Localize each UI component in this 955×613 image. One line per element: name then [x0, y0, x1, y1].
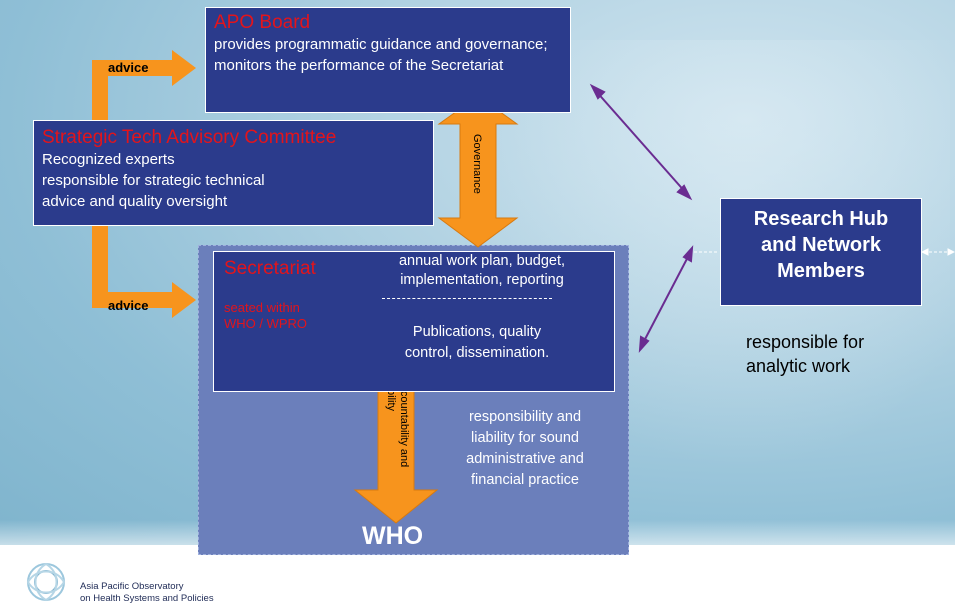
seated-line-1: seated within	[224, 300, 300, 315]
apo-board-box: APO Board provides programmatic guidance…	[205, 7, 571, 113]
advice-arrow-bottom	[92, 226, 196, 318]
hub-line-3: Members	[777, 260, 865, 282]
pubs-line-1: Publications, quality	[412, 324, 542, 340]
apo-logo-mark	[24, 560, 68, 604]
advice-arrow-top	[92, 50, 196, 120]
resp-line-2: liability for sound	[471, 430, 579, 446]
pubs-line-2: control, dissemination.	[404, 345, 550, 361]
governance-arrow	[437, 95, 519, 248]
secretariat-publications: Publications, quality control, dissemina…	[372, 322, 582, 364]
stac-line-2: responsible for strategic technical	[42, 172, 265, 189]
who-responsibility-text: responsibility and liability for sound a…	[440, 407, 610, 491]
governance-label: Governance	[471, 134, 483, 194]
purple-connector-bottom	[638, 245, 694, 353]
seated-line-2: WHO / WPRO	[224, 316, 308, 331]
footer-band	[0, 545, 955, 613]
resp-line-3: administrative and	[466, 451, 584, 467]
hub-line-1: Research Hub	[753, 208, 889, 230]
secretariat-seated: seated within WHO / WPRO	[224, 300, 307, 332]
hub-sub-line-1: responsible for	[746, 332, 865, 352]
secretariat-annual: annual work plan, budget, implementation…	[368, 252, 596, 290]
annual-line-1: annual work plan, budget,	[398, 253, 566, 269]
secretariat-title: Secretariat	[224, 258, 316, 279]
research-hub-box: Research Hub and Network Members	[720, 198, 922, 306]
secretariat-box: Secretariat seated within WHO / WPRO ann…	[213, 251, 615, 392]
hub-line-2: and Network	[760, 234, 882, 256]
advice-label-top: advice	[108, 60, 149, 75]
stac-line-3: advice and quality oversight	[42, 193, 228, 210]
apo-board-description: provides programmatic guidance and gover…	[214, 36, 548, 74]
stac-box: Strategic Tech Advisory Committee Recogn…	[33, 120, 434, 226]
footer-logo-text: Asia Pacific Observatory on Health Syste…	[80, 581, 214, 605]
annual-line-2: implementation, reporting	[400, 272, 564, 288]
hub-sub-line-2: analytic work	[746, 356, 851, 376]
resp-line-1: responsibility and	[468, 409, 582, 425]
logo-line-1: Asia Pacific Observatory	[80, 581, 184, 592]
research-hub-description: responsible for analytic work	[746, 330, 864, 378]
apo-board-title: APO Board	[214, 12, 311, 33]
logo-line-2: on Health Systems and Policies	[80, 593, 214, 604]
who-label: WHO	[362, 522, 424, 550]
secretariat-divider	[382, 298, 552, 299]
hub-side-connectors	[694, 248, 955, 256]
stac-line-1: Recognized experts	[42, 151, 175, 168]
advice-label-bottom: advice	[108, 298, 149, 313]
purple-connector-top	[589, 83, 693, 201]
accountability-line1: Accountability and	[398, 378, 410, 468]
resp-line-4: financial practice	[471, 472, 579, 488]
stac-title: Strategic Tech Advisory Committee	[42, 127, 337, 148]
